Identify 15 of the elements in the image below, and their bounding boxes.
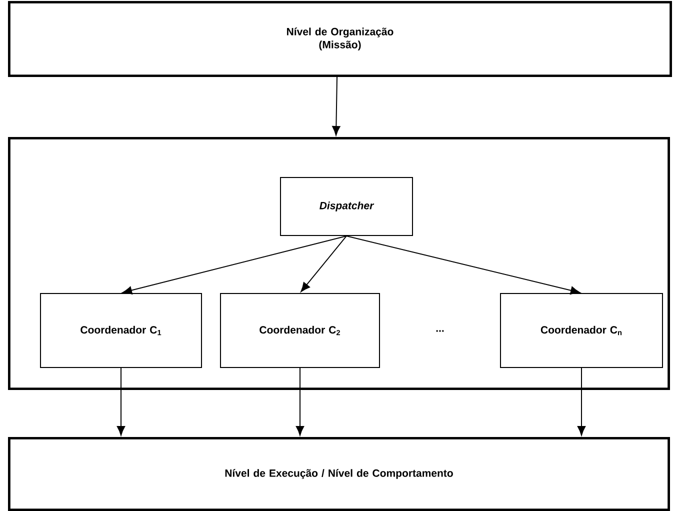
arrow <box>116 367 126 436</box>
arrow <box>296 367 304 436</box>
group-box <box>8 137 670 390</box>
arrow <box>300 236 347 292</box>
arrow <box>122 236 347 294</box>
process-box: Coordenador C$_{n}$ <box>500 292 663 368</box>
level-box: Nível de Execução / Nível de Comportamento <box>8 436 670 511</box>
arrow <box>346 236 580 294</box>
process-box: Dispatcher <box>280 177 413 236</box>
process-box: Coordenador C$_{1}$ <box>40 292 202 368</box>
ellipsis: ... <box>436 330 444 332</box>
process-box: Coordenador C$_{2}$ <box>220 292 380 368</box>
arrow <box>332 76 340 136</box>
arrow <box>577 367 586 436</box>
level-box: Nível de Organização (Missão) <box>8 1 672 77</box>
